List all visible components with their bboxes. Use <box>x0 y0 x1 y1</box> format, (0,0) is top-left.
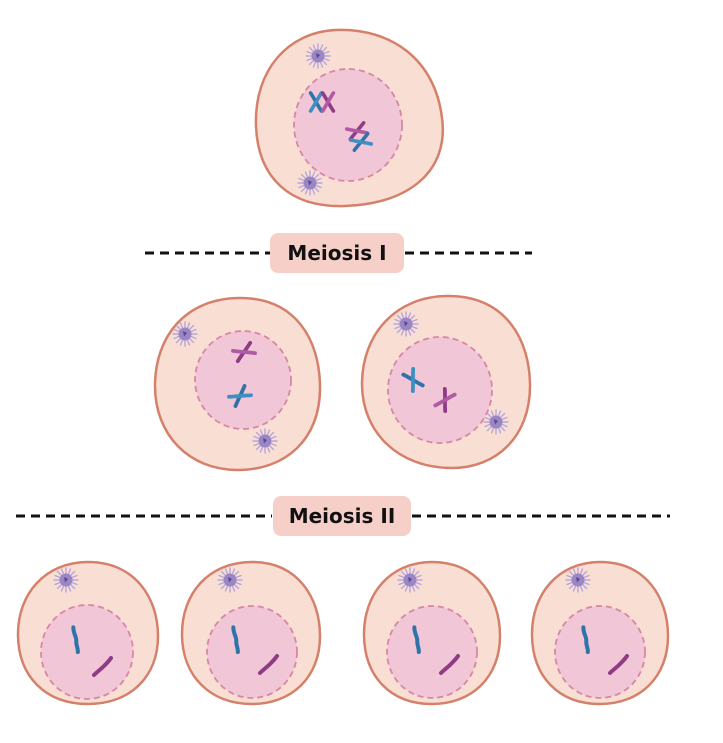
gamete-cell-4 <box>530 560 670 706</box>
daughter-nucleus-left <box>194 330 292 430</box>
meiosis-two-label-badge <box>273 496 411 536</box>
centrosome-icon <box>483 409 509 435</box>
meiosis-two-divider: Meiosis II <box>16 496 670 536</box>
daughter-cell-right <box>360 294 532 470</box>
parent-nucleus <box>293 68 403 182</box>
centrosome-icon <box>53 567 79 593</box>
gamete-nucleus-1 <box>40 604 134 700</box>
centrosome-icon <box>252 428 278 454</box>
parent-cell <box>254 28 445 208</box>
centrosome-icon <box>305 43 331 69</box>
gamete-nucleus-2 <box>206 605 298 699</box>
gamete-cell-3 <box>362 560 502 706</box>
gamete-nucleus-3 <box>386 605 478 699</box>
centrosome-icon <box>297 170 323 196</box>
gamete-nucleus-4 <box>554 605 646 699</box>
centrosome-icon <box>393 311 419 337</box>
centrosome-icon <box>172 321 198 347</box>
daughter-cell-left <box>153 296 322 472</box>
daughter-nucleus-right <box>387 336 493 444</box>
meiosis-one-label: Meiosis I <box>287 241 386 265</box>
meiosis-one-label-badge <box>270 233 404 273</box>
gamete-cell-1 <box>16 560 160 706</box>
centrosome-icon <box>217 567 243 593</box>
meiosis-one-divider: Meiosis I <box>145 233 532 273</box>
gamete-cell-2 <box>180 560 322 706</box>
meiosis-two-label: Meiosis II <box>289 504 396 528</box>
centrosome-icon <box>565 567 591 593</box>
centrosome-icon <box>397 567 423 593</box>
